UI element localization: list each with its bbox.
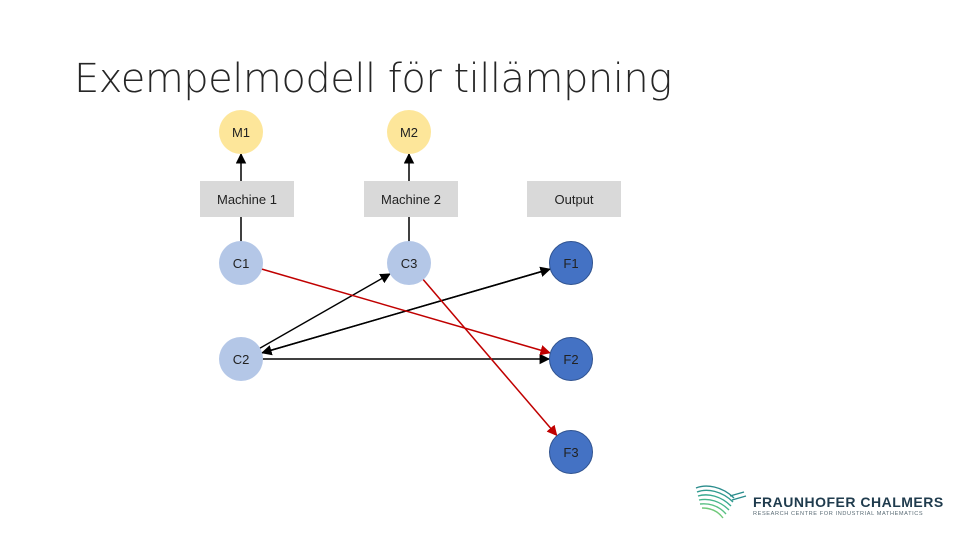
node-f1: F1: [549, 241, 593, 285]
page-title: Exempelmodell för tillämpning: [74, 56, 672, 102]
node-c1: C1: [219, 241, 263, 285]
edge-f1-to-c2: [261, 263, 567, 356]
edge-c1-to-f2: [245, 263, 551, 356]
machine-1-box: Machine 1: [200, 181, 294, 217]
node-f3: F3: [549, 430, 593, 474]
edge-c3-to-f3: [411, 266, 558, 437]
node-c3: C3: [387, 241, 431, 285]
node-m1: M1: [219, 110, 263, 154]
node-f2: F2: [549, 337, 593, 381]
node-c2: C2: [219, 337, 263, 381]
logo-name: FRAUNHOFER CHALMERS: [753, 494, 944, 510]
node-m2: M2: [387, 110, 431, 154]
edge-c2-to-c3: [244, 273, 391, 358]
fraunhofer-chalmers-logo: [695, 485, 747, 519]
output-box: Output: [527, 181, 621, 217]
machine-2-box: Machine 2: [364, 181, 458, 217]
logo-subtitle: RESEARCH CENTRE FOR INDUSTRIAL MATHEMATI…: [753, 511, 924, 517]
